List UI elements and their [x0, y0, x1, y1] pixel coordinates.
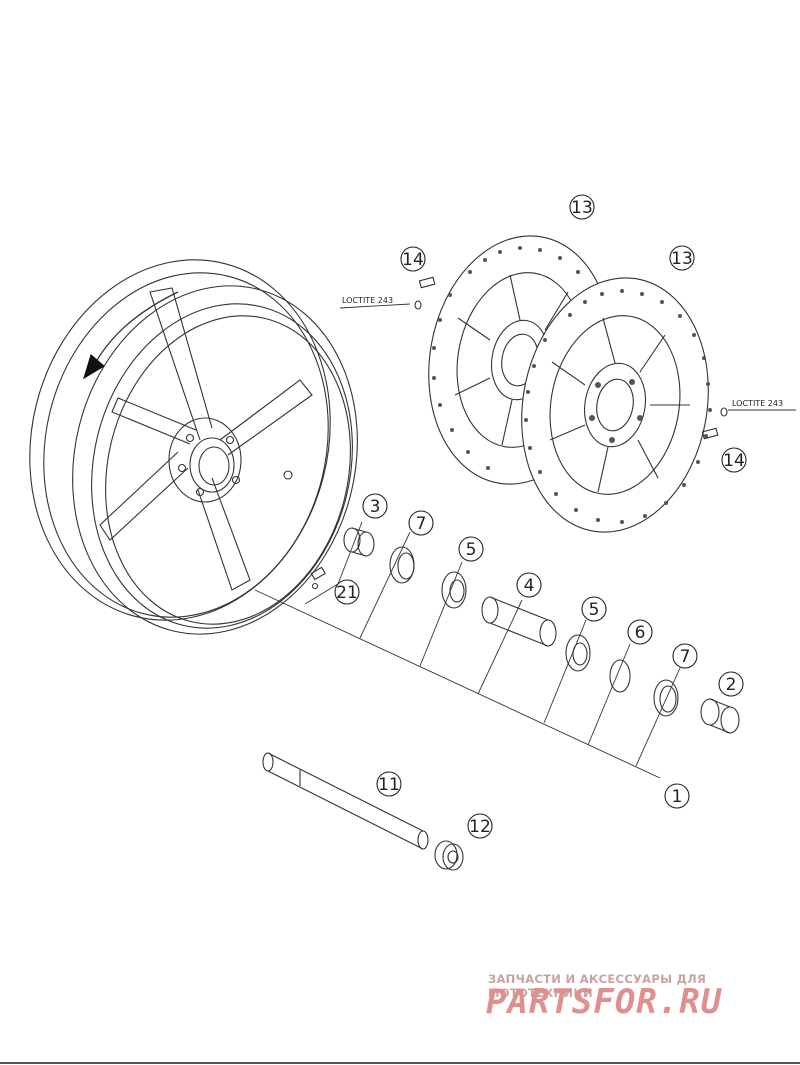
disc-bolt-left: [414, 276, 436, 310]
seal-7-left: [389, 546, 415, 584]
callout-label: 21: [336, 583, 358, 603]
callout-5-left: 5: [458, 536, 484, 562]
callout-label: 5: [466, 540, 477, 560]
disc-bolt-right: [701, 407, 728, 440]
callout-label: 13: [571, 198, 593, 218]
callout-6: 6: [627, 619, 653, 645]
callout-label: 4: [524, 576, 535, 596]
callout-label: 14: [402, 250, 424, 270]
callout-13-front: 13: [669, 245, 695, 271]
callout-label: 12: [469, 817, 491, 837]
callout-21: 21: [334, 579, 360, 605]
callout-label: 7: [416, 514, 427, 534]
loctite-note-right: LOCTITE 243: [732, 399, 783, 408]
callout-11: 11: [376, 771, 402, 797]
spacer-3: [343, 527, 375, 557]
callout-label: 7: [680, 647, 691, 667]
callout-label: 6: [635, 623, 646, 643]
watermark-logo: PARTSFOR.RU: [486, 982, 723, 1022]
callout-label: 11: [378, 775, 400, 795]
callout-12: 12: [467, 813, 493, 839]
callout-label: 1: [672, 787, 683, 807]
distance-sleeve-4: [481, 596, 557, 647]
spacer-2: [700, 698, 740, 734]
callout-label: 5: [589, 600, 600, 620]
callout-3: 3: [362, 493, 388, 519]
screw-21: [310, 566, 326, 590]
axle-11: [262, 752, 429, 850]
callout-14-right: 14: [721, 447, 747, 473]
callout-13-back: 13: [569, 194, 595, 220]
callout-5-right: 5: [581, 596, 607, 622]
bearing-5-right: [565, 634, 591, 672]
callout-7-left: 7: [408, 510, 434, 536]
seal-7-right: [653, 679, 679, 717]
callout-label: 2: [726, 675, 737, 695]
footer-rule: [0, 1062, 800, 1064]
callout-14-left: 14: [400, 246, 426, 272]
callout-label: 3: [370, 497, 381, 517]
loctite-note-left: LOCTITE 243: [342, 296, 393, 305]
callout-label: 13: [671, 249, 693, 269]
circlip-6: [609, 659, 631, 693]
axle-nut-12: [434, 840, 464, 871]
callout-1: 1: [664, 783, 690, 809]
callout-7-right: 7: [672, 643, 698, 669]
wheel-rim: [29, 259, 358, 635]
watermark-caption: ЗАПЧАСТИ И АКСЕССУАРЫ ДЛЯ МОТОТЕХНИКИ: [488, 972, 707, 1000]
callout-label: 14: [723, 451, 745, 471]
callout-4: 4: [516, 572, 542, 598]
brake-disc-front: [521, 277, 712, 533]
leader-lines: [254, 303, 796, 779]
callout-2: 2: [718, 671, 744, 697]
callouts: 13 13 14 14 3 7 5 4: [334, 194, 747, 839]
